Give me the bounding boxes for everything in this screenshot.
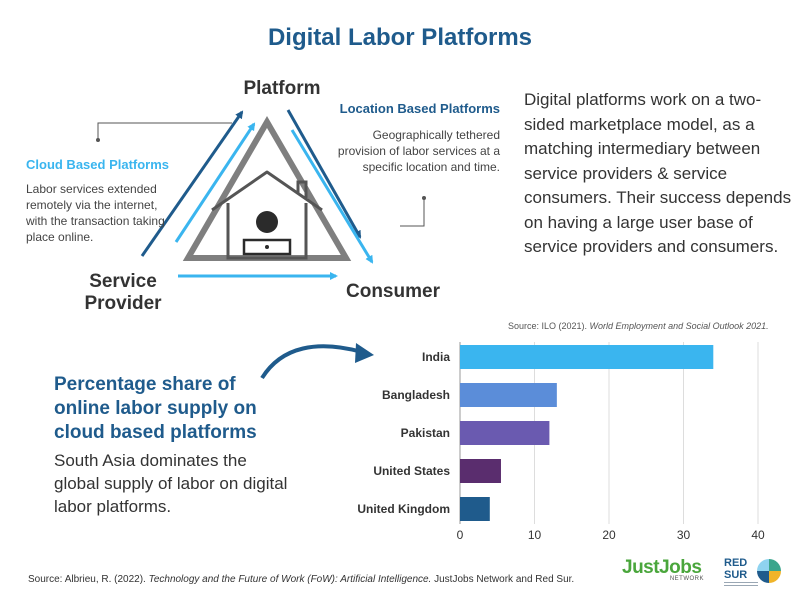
- cloud-platforms-title: Cloud Based Platforms: [26, 157, 170, 172]
- redsur-logo-mark-icon: [757, 559, 781, 583]
- redsur-logo-line1: RED: [724, 557, 748, 569]
- x-tick-label: 20: [602, 528, 616, 542]
- redsur-logo-text: RED SUR: [724, 557, 747, 581]
- x-tick-label: 0: [457, 528, 464, 542]
- chart-source-prefix: Source: ILO (2021).: [508, 321, 590, 331]
- x-tick-label: 40: [751, 528, 765, 542]
- service-provider-label: Service Provider: [84, 271, 162, 314]
- category-label: United Kingdom: [357, 502, 450, 516]
- person-at-laptop-icon: [242, 211, 292, 256]
- chart-source-italic: World Employment and Social Outlook 2021…: [589, 321, 769, 331]
- redsur-logo: RED SUR: [724, 556, 784, 592]
- category-label: United States: [373, 464, 450, 478]
- arrow-provider-to-platform-light: [174, 122, 256, 243]
- bar: [460, 345, 714, 369]
- bar: [460, 497, 490, 521]
- x-tick-label: 10: [528, 528, 542, 542]
- platforms-description: Digital platforms work on a two-sided ma…: [524, 90, 792, 256]
- category-label: Bangladesh: [382, 388, 450, 402]
- bar: [460, 421, 550, 445]
- house-icon: [211, 170, 323, 260]
- chart-source-note: Source: ILO (2021). World Employment and…: [508, 321, 769, 331]
- location-platforms-title: Location Based Platforms: [339, 101, 500, 116]
- redsur-logo-line2: SUR: [724, 569, 748, 581]
- x-tick-label: 30: [677, 528, 691, 542]
- bar: [460, 459, 501, 483]
- page-title: Digital Labor Platforms: [267, 24, 533, 51]
- platform-label: Platform: [243, 78, 321, 99]
- location-platforms-description: Geographically tethered provision of lab…: [337, 128, 500, 174]
- justjobs-logo-subtitle: NETWORK: [669, 576, 704, 582]
- arrow-provider-to-platform-dark: [140, 110, 244, 257]
- justjobs-logo-word: JustJobs: [622, 557, 702, 578]
- footer-source-prefix: Source: Albrieu, R. (2022).: [28, 574, 149, 585]
- cloud-platforms-description: Labor services extended remotely via the…: [26, 182, 165, 244]
- arrow-platform-to-consumer-dark: [286, 109, 362, 239]
- redsur-logo-fineprint: [724, 582, 758, 588]
- consumer-label: Consumer: [346, 281, 440, 302]
- highlight-description: South Asia dominates the global supply o…: [54, 451, 288, 516]
- arrow-platform-to-consumer-light: [290, 129, 374, 264]
- footer-source: Source: Albrieu, R. (2022). Technology a…: [28, 574, 574, 585]
- category-label: India: [422, 350, 450, 364]
- curved-arrow-icon: [260, 343, 374, 380]
- cloud-connector-line: [96, 122, 232, 142]
- category-label: Pakistan: [401, 426, 450, 440]
- highlight-title: Percentage share of online labor supply …: [54, 374, 257, 443]
- footer-source-suffix: JustJobs Network and Red Sur.: [431, 574, 575, 585]
- location-connector-line: [400, 196, 426, 227]
- footer-source-italic: Technology and the Future of Work (FoW):…: [148, 574, 432, 585]
- bar: [460, 383, 557, 407]
- justjobs-logo: JustJobs NETWORK: [622, 557, 704, 582]
